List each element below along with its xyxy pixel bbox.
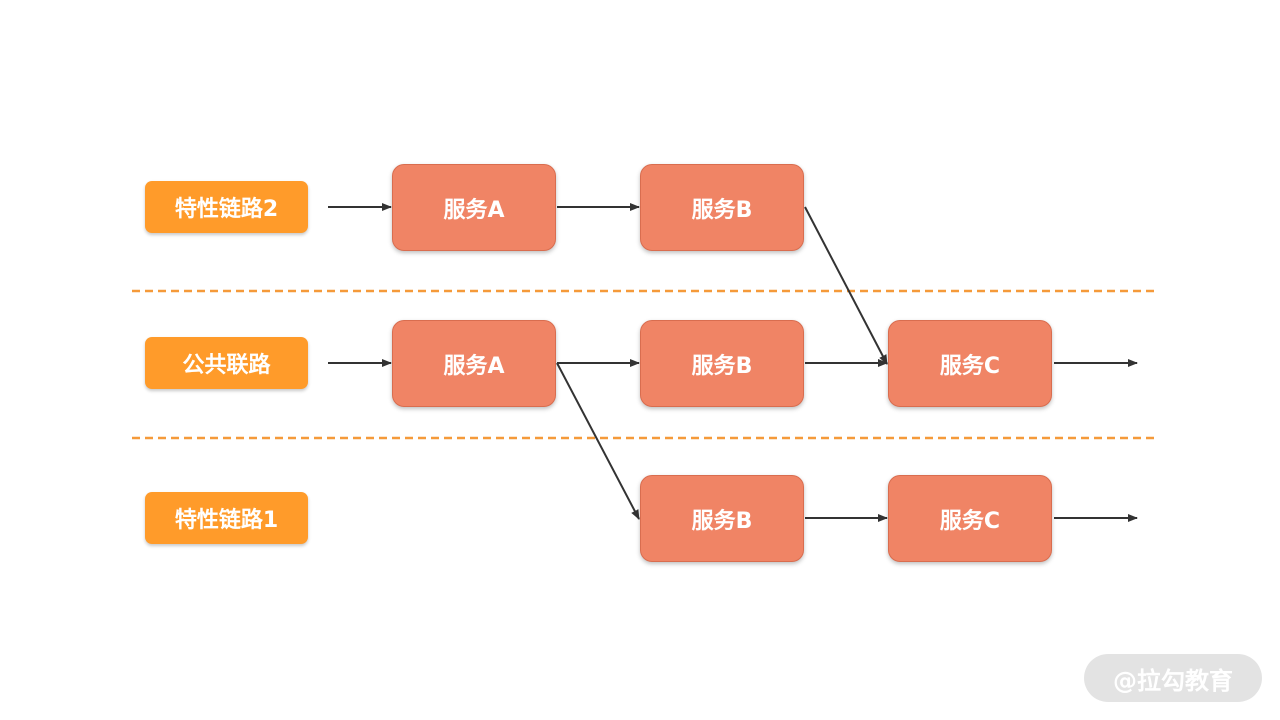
arrow-feature2-b-to-common-c [804,206,888,365]
common-service-a: 服务A [392,320,556,407]
lane-label-common: 公共联路 [145,337,308,389]
feature2-service-a: 服务A [392,164,556,251]
common-service-c: 服务C [888,320,1052,407]
common-service-b: 服务B [640,320,804,407]
feature1-service-c: 服务C [888,475,1052,562]
lane-label-feature1: 特性链路1 [145,492,308,544]
feature2-service-b: 服务B [640,164,804,251]
feature1-service-b: 服务B [640,475,804,562]
lane-label-feature2: 特性链路2 [145,181,308,233]
arrow-common-a-to-feature1-b [556,362,640,520]
watermark-badge: @拉勾教育 [1084,654,1262,702]
